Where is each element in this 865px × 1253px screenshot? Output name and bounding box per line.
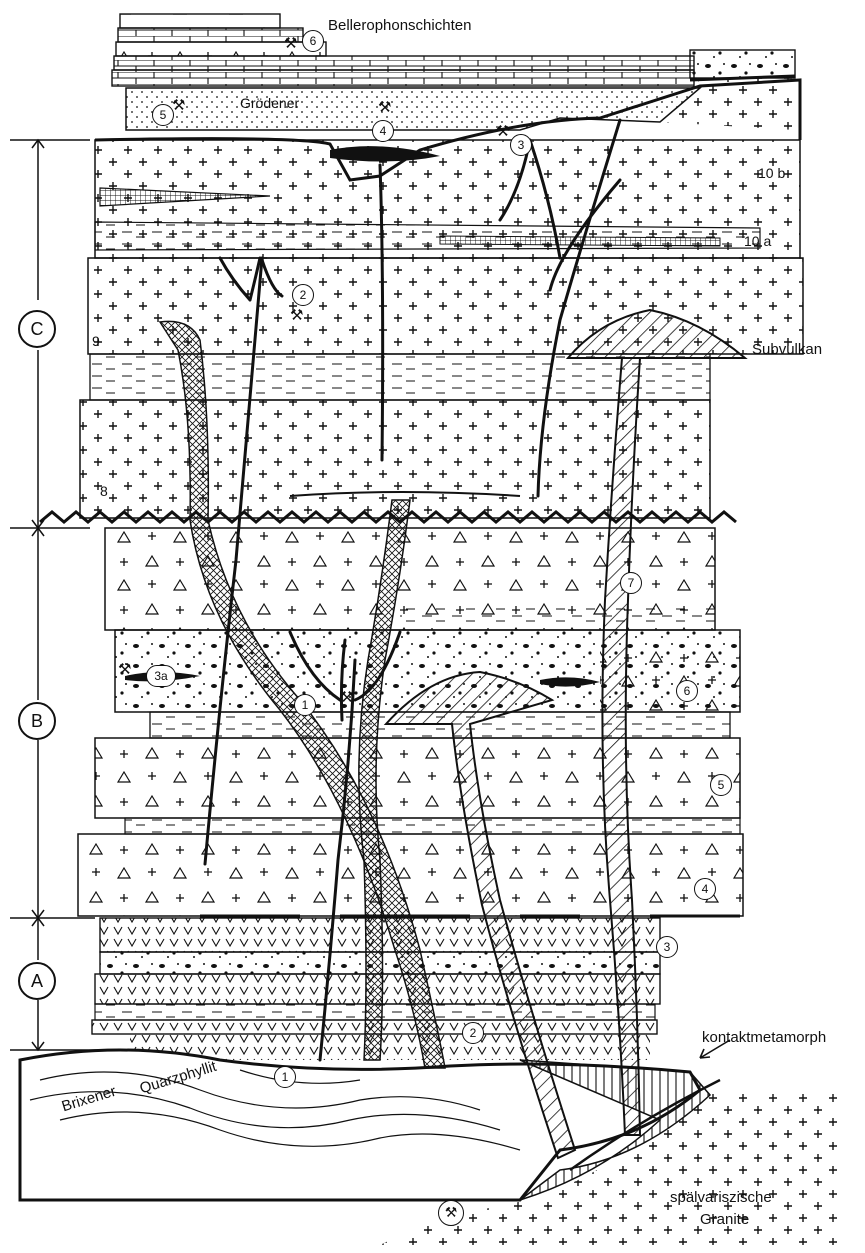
section-c-marker: C xyxy=(18,310,56,348)
occurrence-marker-5-top: 5 xyxy=(152,104,174,126)
crossed-hammers-icon: ⚒ xyxy=(284,36,297,51)
unit-10b-label: 10 b xyxy=(758,166,785,180)
groedener-label: Grödener xyxy=(240,96,299,110)
occurrence-marker-5-b: 5 xyxy=(710,774,732,796)
unit-9-label: 9 xyxy=(92,334,100,348)
occurrence-marker-4-top: 4 xyxy=(372,120,394,142)
subvulkan-label: Subvulkan xyxy=(752,342,822,357)
occurrence-marker-4-b: 4 xyxy=(694,878,716,900)
occurrence-marker-7: 7 xyxy=(620,572,642,594)
unit-8-label: 8 xyxy=(100,484,108,498)
section-b-marker: B xyxy=(18,702,56,740)
occurrence-marker-2-c: 2 xyxy=(292,284,314,306)
unit-10a-label: 10 a xyxy=(744,234,771,248)
crossed-hammers-icon: ⚒ xyxy=(290,308,303,323)
occurrence-marker-1-b: 1 xyxy=(294,694,316,716)
crossed-hammers-icon: ⚒ xyxy=(378,100,391,115)
granite-label-line1: spälvariszische xyxy=(670,1190,772,1205)
bellerophon-label: Bellerophonschichten xyxy=(328,18,471,33)
occurrence-marker-6-b: 6 xyxy=(676,680,698,702)
crossed-hammers-icon: ⚒ xyxy=(118,662,131,677)
occurrence-marker-6-top: 6 xyxy=(302,30,324,52)
crossed-hammers-icon: ⚒ xyxy=(340,690,353,705)
granite-label-line2: Granite xyxy=(700,1212,749,1227)
occurrence-marker-3a: 3a xyxy=(146,665,176,687)
occurrence-marker-1-a: 1 xyxy=(274,1066,296,1088)
crossed-hammers-icon: ⚒ xyxy=(438,1200,464,1226)
kontaktmetamorph-label: kontaktmetamorph xyxy=(702,1030,826,1045)
crossed-hammers-icon: ⚒ xyxy=(496,124,509,139)
occurrence-marker-3-top: 3 xyxy=(510,134,532,156)
occurrence-marker-3-a: 3 xyxy=(656,936,678,958)
occurrence-marker-2-a: 2 xyxy=(462,1022,484,1044)
section-a-marker: A xyxy=(18,962,56,1000)
section-c-strata xyxy=(80,80,803,518)
crossed-hammers-icon: ⚒ xyxy=(172,98,185,113)
